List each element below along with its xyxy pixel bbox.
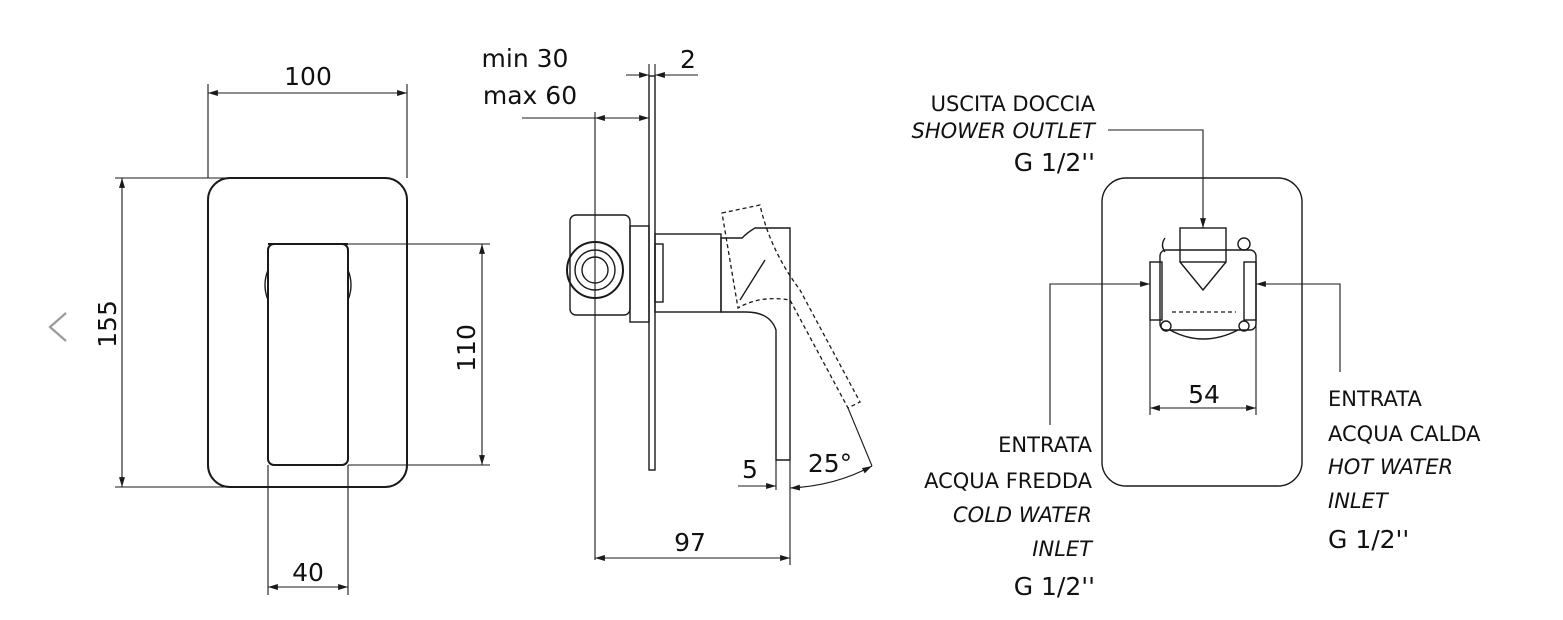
previous-button[interactable] xyxy=(48,312,67,342)
hot-label-en-1: HOT WATER xyxy=(1328,455,1453,479)
shower-outlet-connector xyxy=(1179,227,1227,263)
hot-inlet-connector xyxy=(1243,261,1257,321)
wall-thickness-max-label: max 60 xyxy=(483,81,577,110)
valve-body xyxy=(569,214,631,316)
cold-label-it-1: ENTRATA xyxy=(998,433,1092,457)
hot-size-label: G 1/2'' xyxy=(1328,525,1409,554)
cover-plate-back xyxy=(1101,177,1303,487)
hot-label-en-2: INLET xyxy=(1328,489,1390,513)
handle-width-label: 40 xyxy=(292,558,324,587)
outlet-size-label: G 1/2'' xyxy=(1014,148,1095,177)
body-width-label: 54 xyxy=(1188,380,1220,409)
chevron-left-icon[interactable] xyxy=(48,312,67,342)
cold-inlet-connector xyxy=(1149,261,1163,321)
front-view: 100 155 110 40 xyxy=(93,62,490,595)
wall-thickness-min-label: min 30 xyxy=(482,44,569,73)
width-label: 100 xyxy=(284,62,332,91)
side-view: 2 min 30 max 60 97 5 25° xyxy=(482,44,873,565)
depth-label: 97 xyxy=(674,528,706,557)
wall-plate-profile xyxy=(648,75,656,471)
outlet-leader-line xyxy=(1108,129,1206,228)
cold-label-en-2: INLET xyxy=(1032,537,1094,561)
handle-side-profile xyxy=(720,227,791,461)
plate-thickness-label: 2 xyxy=(680,45,696,74)
handle-front xyxy=(267,243,349,466)
outlet-label-it: USCITA DOCCIA xyxy=(931,92,1096,116)
cold-size-label: G 1/2'' xyxy=(1014,572,1095,601)
handle-offset-label: 5 xyxy=(742,455,758,484)
cold-inlet-leader-line xyxy=(1049,281,1150,425)
angle-arc xyxy=(789,465,873,491)
cold-label-en-1: COLD WATER xyxy=(953,503,1092,527)
hot-inlet-leader-line xyxy=(1256,281,1341,372)
hot-label-it-1: ENTRATA xyxy=(1328,387,1422,411)
cartridge-stem xyxy=(654,233,722,313)
handle-height-label: 110 xyxy=(452,324,481,372)
back-view: 54 USCITA DOCCIA SHOWER OUTLET G 1/2'' E… xyxy=(912,92,1482,601)
hot-label-it-2: ACQUA CALDA xyxy=(1328,422,1481,446)
outlet-label-en: SHOWER OUTLET xyxy=(912,119,1098,143)
handle-angle-label: 25° xyxy=(808,449,852,478)
cold-label-it-2: ACQUA FREDDA xyxy=(924,469,1093,493)
handle-rotated-outline xyxy=(721,204,861,409)
cover-plate xyxy=(207,177,408,488)
height-label: 155 xyxy=(93,300,122,348)
